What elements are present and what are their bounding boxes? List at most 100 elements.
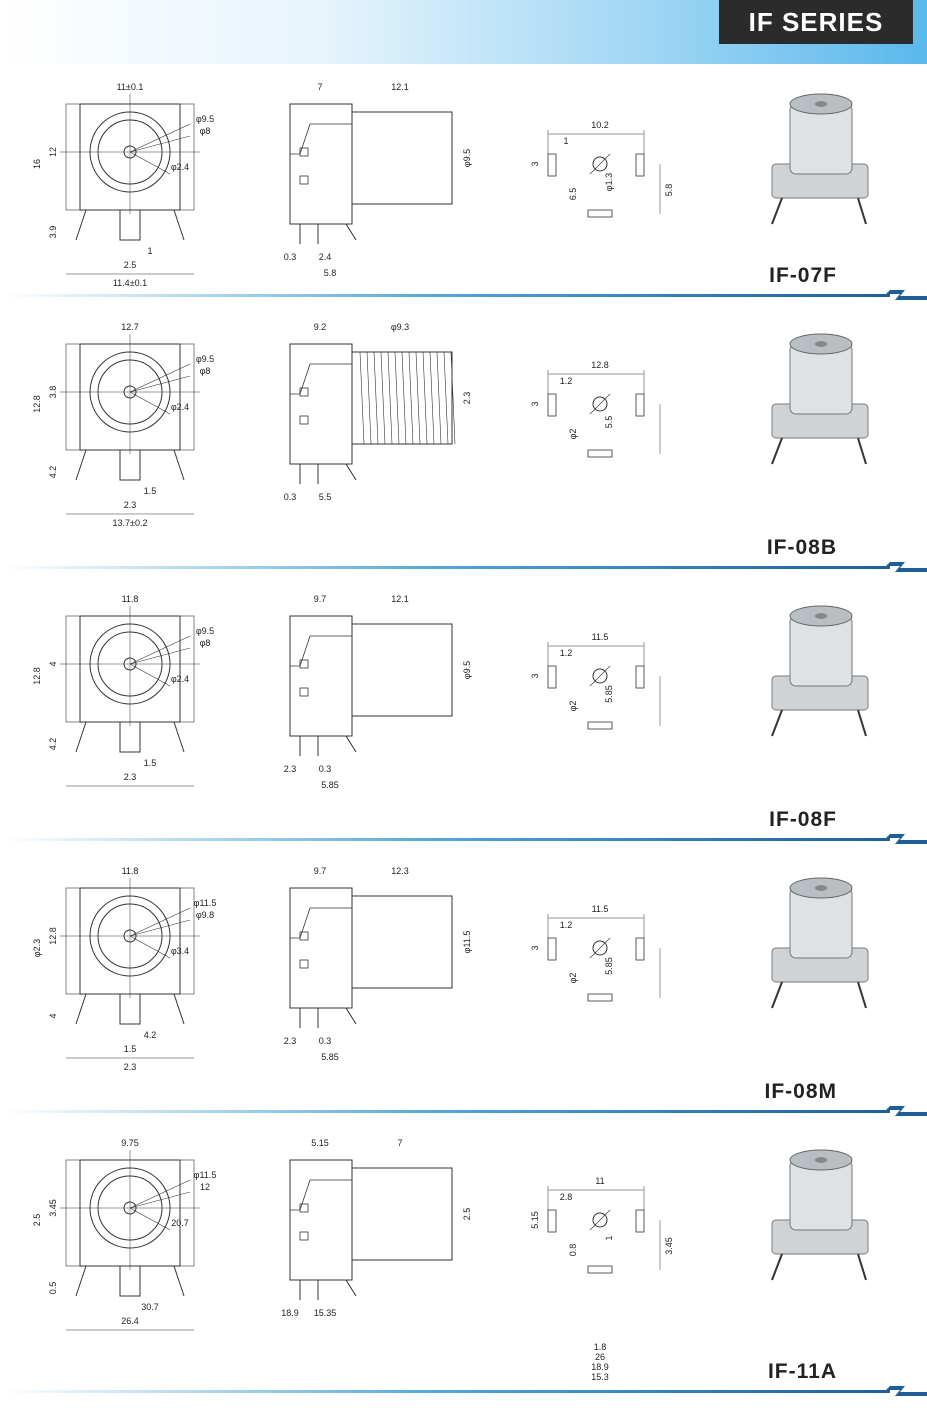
- dimension-label: 5.85: [604, 685, 614, 703]
- drawing-line: [429, 351, 435, 445]
- drawing-line: [857, 981, 867, 1009]
- drawing-outline: [299, 387, 309, 397]
- connector-photo-pin: [815, 885, 827, 891]
- drawing-outline: [299, 175, 309, 185]
- drawing-outline: [289, 615, 353, 667]
- dimension-label: 2.5: [462, 1208, 472, 1221]
- dimension-label: 3: [530, 401, 540, 406]
- drawing-line: [345, 1007, 357, 1025]
- dimension-label: 12.8: [48, 927, 58, 945]
- dimension-label: 7: [397, 1138, 402, 1148]
- dimension-label: 4.2: [144, 1030, 157, 1040]
- dimension-label: 5.85: [604, 957, 614, 975]
- dimension-label: φ8: [200, 638, 211, 648]
- header-banner: IF SERIES: [0, 0, 927, 64]
- drawing-line: [589, 153, 611, 175]
- drawing-line: [387, 351, 393, 445]
- dimension-label: 5.15: [530, 1211, 540, 1229]
- drawing-line: [129, 363, 191, 393]
- drawing-line: [129, 151, 171, 175]
- dimension-label: φ2.3: [32, 939, 42, 957]
- divider-notch: [886, 1386, 927, 1396]
- divider-line: [0, 1110, 890, 1113]
- drawing-line: [129, 647, 191, 665]
- model-name: IF-11A: [767, 1360, 837, 1383]
- drawing-outline: [635, 1209, 645, 1233]
- dimension-label: φ9.8: [196, 910, 214, 920]
- dimension-label: 13.7±0.2: [113, 518, 148, 528]
- dimension-label: 1.5: [124, 1044, 137, 1054]
- drawing-outline: [547, 1209, 557, 1233]
- dimension-label: 11±0.1: [117, 82, 144, 92]
- dimension-label: 9.7: [314, 594, 327, 604]
- dimension-label: 1.2: [560, 376, 573, 386]
- dimension-label: 1.2: [560, 920, 573, 930]
- drawing-outline: [289, 103, 353, 225]
- dimension-label: φ2.4: [171, 674, 189, 684]
- drawing-outline: [289, 1159, 353, 1211]
- dimension-label: 2.3: [462, 392, 472, 405]
- drawing-line: [443, 351, 449, 445]
- drawing-line: [589, 937, 611, 959]
- drawing-outline: [587, 721, 613, 730]
- divider-notch: [886, 1106, 927, 1116]
- dimension-label: φ2.4: [171, 402, 189, 412]
- dimension-label: 16: [32, 159, 42, 169]
- drawing-line: [345, 735, 357, 753]
- dimension-label: 0.3: [284, 492, 297, 502]
- dimension-label: 1: [147, 246, 152, 256]
- drawing-line: [401, 351, 407, 445]
- drawing-line: [436, 351, 442, 445]
- drawing-outline: [587, 993, 613, 1002]
- drawing-line: [345, 463, 357, 481]
- section-divider: [0, 1106, 927, 1116]
- dimension-label: 5.8: [324, 268, 337, 278]
- drawing-outline: [289, 103, 353, 155]
- connector-photo-pin: [815, 341, 827, 347]
- technical-drawing: 12.7φ9.5φ8φ2.412.83.84.21.52.313.7±0.29.…: [32, 322, 869, 528]
- drawing-circle: [592, 156, 608, 172]
- drawing-line: [75, 449, 87, 481]
- dimension-label: 5.85: [321, 1052, 339, 1062]
- model-name: IF-07F: [769, 264, 837, 287]
- drawing-line: [857, 1253, 867, 1281]
- dimension-label: 11.8: [122, 866, 139, 876]
- dimension-label: 3.8: [48, 386, 58, 399]
- drawing-group: 12.7φ9.5φ8φ2.412.83.84.21.52.313.7±0.29.…: [32, 322, 869, 528]
- drawing-line: [173, 449, 185, 481]
- dimension-label: 1: [604, 1235, 614, 1240]
- drawing-line: [771, 197, 783, 225]
- drawing-outline: [547, 153, 557, 177]
- drawing-line: [771, 1253, 783, 1281]
- dimension-label: 26.4: [121, 1316, 139, 1326]
- drawing-outline: [547, 937, 557, 961]
- dimension-label: 20.7: [171, 1218, 189, 1228]
- drawing-line: [450, 351, 456, 445]
- dimension-label: 9.7: [314, 866, 327, 876]
- dimension-label: 5.15: [311, 1138, 329, 1148]
- drawing-outline: [119, 721, 141, 753]
- drawing-line: [75, 993, 87, 1025]
- drawing-outline: [299, 1203, 309, 1213]
- drawing-line: [345, 223, 357, 241]
- dimension-label: 12.8: [32, 667, 42, 685]
- drawing-line: [394, 351, 400, 445]
- drawing-line: [857, 709, 867, 737]
- drawing-outline: [299, 147, 309, 157]
- dimension-label: 11.8: [122, 594, 139, 604]
- dimension-label: φ8: [200, 126, 211, 136]
- dimension-label: 5.85: [321, 780, 339, 790]
- dimension-label: 11.5: [592, 632, 609, 642]
- dimension-label: 18.9: [281, 1308, 299, 1318]
- divider-notch: [886, 834, 927, 844]
- dimension-label: 2.3: [284, 764, 297, 774]
- connector-photo-pin: [815, 101, 827, 107]
- drawing-outline: [299, 959, 309, 969]
